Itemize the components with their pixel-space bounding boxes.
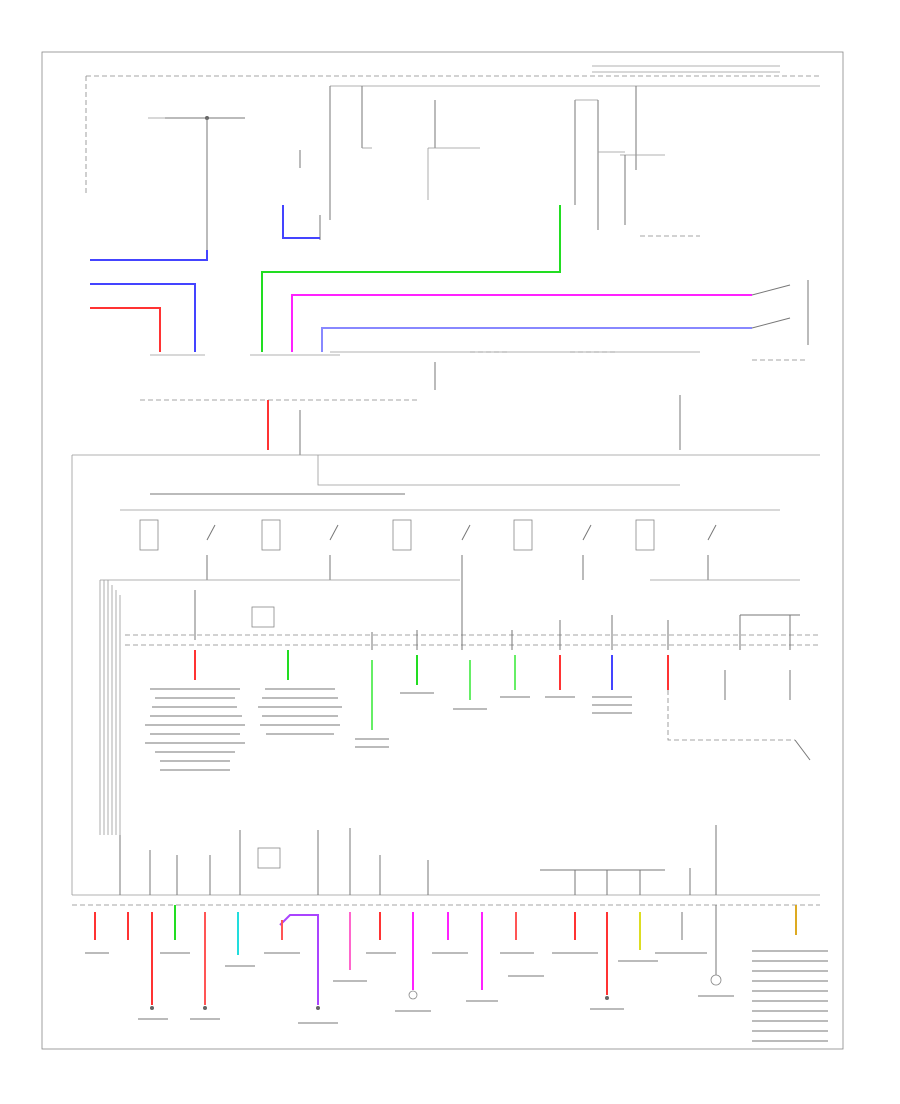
relay-2 [261, 519, 281, 551]
label-block-1 [150, 688, 240, 690]
bot-wire-violet-1 [279, 914, 319, 1005]
bottom-tie-drops [574, 868, 691, 895]
bot-label-20e [752, 990, 828, 992]
bot-label-1 [85, 952, 109, 954]
bot-label-20f [752, 1000, 828, 1002]
bot-label-20h [752, 1020, 828, 1022]
bot-label-6 [264, 952, 300, 954]
bot-label-4 [190, 1018, 220, 1020]
bot-label-9 [366, 952, 396, 954]
relay-3 [392, 519, 412, 551]
wire-magenta-1 [291, 294, 752, 352]
label-block-1c [152, 706, 237, 708]
relay-4 [513, 519, 533, 551]
label-block-1e [145, 724, 245, 726]
left-harness-bundle [99, 580, 121, 835]
switch-contact-2 [751, 317, 791, 329]
relay-1 [139, 519, 159, 551]
bot-label-16 [590, 1008, 624, 1010]
mid-wire-gray [724, 670, 791, 700]
bot-label-20 [752, 950, 828, 952]
bot-label-3 [138, 1018, 168, 1020]
label-block-1f [150, 733, 240, 735]
label-block-5 [453, 708, 487, 710]
diagram-frame [41, 51, 844, 1050]
wire-lavender-1 [321, 327, 752, 352]
label-block-1g [145, 742, 245, 744]
sensor-symbol-2 [710, 974, 722, 986]
bot-label-2 [160, 952, 190, 954]
bottom-fuse-feeds [119, 825, 717, 895]
relay-5 [635, 519, 655, 551]
bot-label-12 [466, 1000, 498, 1002]
bot-label-20g [752, 1010, 828, 1012]
wire-blue-1 [90, 250, 208, 261]
label-block-4 [400, 692, 434, 694]
label-block-2 [265, 688, 335, 690]
label-block-8 [592, 696, 632, 698]
bot-label-15 [552, 952, 598, 954]
ground-terminal-3 [316, 1006, 320, 1010]
ground-terminal-1 [150, 1006, 154, 1010]
label-block-2e [260, 724, 340, 726]
sensor-symbol-1 [408, 990, 418, 1000]
wire-blue-3 [282, 205, 320, 239]
relay-outputs [206, 555, 709, 630]
wire-blue-2 [90, 283, 196, 352]
bottom-module-box [257, 847, 281, 869]
bot-label-11 [432, 952, 468, 954]
relay-box-group [139, 519, 655, 551]
label-block-1i [160, 760, 230, 762]
relay-contacts [206, 524, 717, 541]
bot-label-5 [225, 965, 255, 967]
fuse-feeds [194, 590, 791, 650]
label-block-1j [160, 769, 230, 771]
label-block-1b [155, 697, 235, 699]
label-block-8c [592, 712, 632, 714]
switch-contact-1 [751, 284, 791, 296]
label-block-1d [150, 715, 242, 717]
label-block-2f [266, 733, 334, 735]
component-labels-mid [145, 688, 632, 771]
ground-terminal-4 [605, 996, 609, 1000]
ground-terminal-2 [203, 1006, 207, 1010]
bot-label-20c [752, 970, 828, 972]
label-block-6 [500, 696, 530, 698]
right-ground [794, 739, 811, 761]
bot-label-19 [698, 995, 734, 997]
bot-label-8 [333, 980, 367, 982]
jb-inner-line [317, 455, 680, 486]
wire-green-1 [261, 205, 561, 352]
label-block-3 [355, 738, 389, 740]
bot-label-17 [618, 960, 658, 962]
bot-label-20b [752, 960, 828, 962]
label-block-1h [155, 751, 235, 753]
bot-label-14 [508, 975, 544, 977]
bot-label-20d [752, 980, 828, 982]
bot-label-20i [752, 1030, 828, 1032]
label-block-2c [258, 706, 342, 708]
bot-label-7 [298, 1022, 338, 1024]
wire-red-1 [90, 307, 161, 352]
component-labels-bottom [85, 950, 828, 1042]
bot-label-20j [752, 1040, 828, 1042]
label-block-3b [355, 746, 389, 748]
bot-label-18 [655, 952, 707, 954]
label-block-2b [262, 697, 338, 699]
label-block-7 [545, 696, 575, 698]
label-block-8b [592, 704, 632, 706]
bot-label-13 [500, 952, 534, 954]
module-box [251, 606, 275, 628]
label-block-2d [262, 715, 338, 717]
bot-label-10 [395, 1010, 431, 1012]
right-ground-path [667, 690, 795, 741]
